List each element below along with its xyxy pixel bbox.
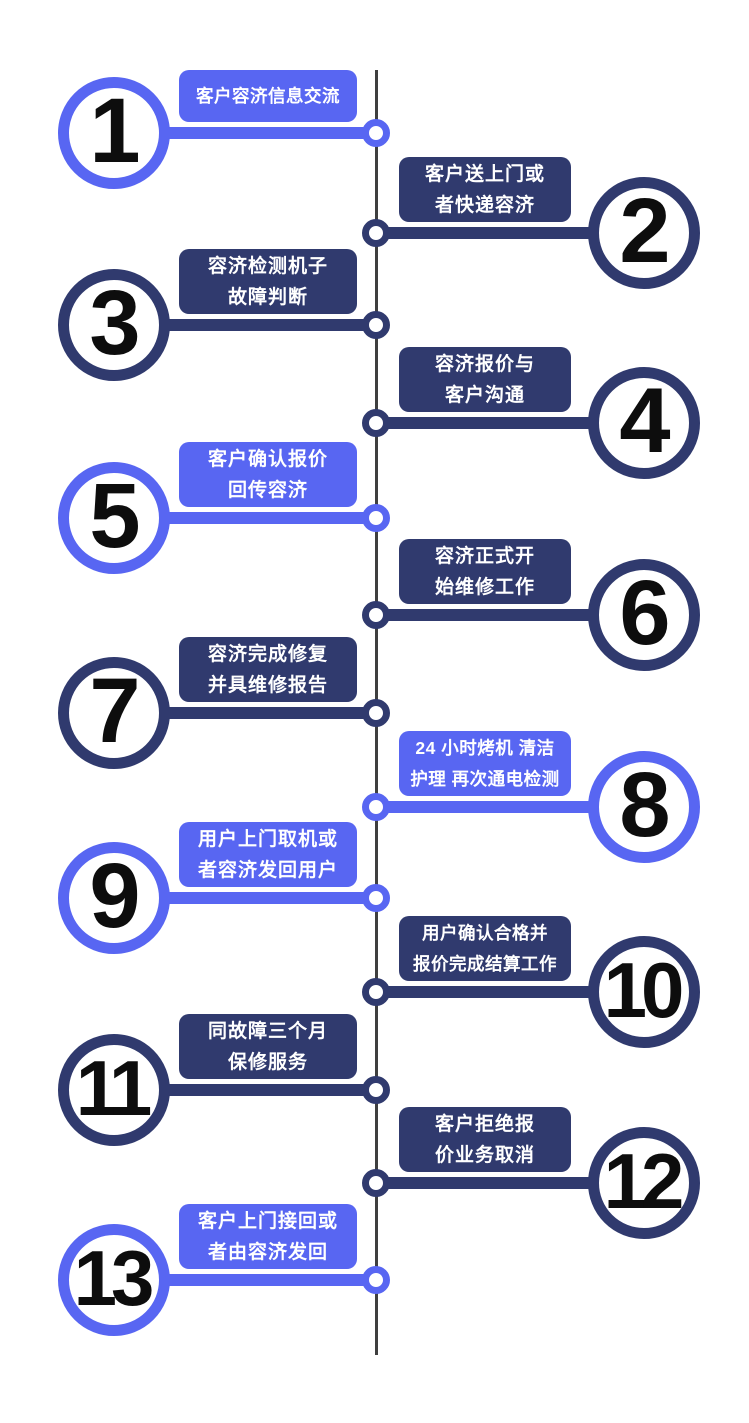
step-number-circle: 12 <box>588 1127 700 1239</box>
step-label-box: 容济报价与客户沟通 <box>399 347 571 412</box>
timeline-node-circle <box>362 219 390 247</box>
step-number-circle: 7 <box>58 657 170 769</box>
timeline-node-circle <box>362 119 390 147</box>
step-label-box: 客户容济信息交流 <box>179 70 357 122</box>
step-label-text: 客户上门接回或 <box>197 1210 338 1232</box>
connector-line <box>376 417 644 429</box>
step-label-text: 者容济发回用户 <box>197 859 338 881</box>
step-label-box: 24 小时烤机 清洁护理 再次通电检测 <box>399 731 571 796</box>
step-label-box: 同故障三个月保修服务 <box>179 1014 357 1079</box>
connector-line <box>114 1274 376 1286</box>
step-label-text: 用户确认合格并 <box>422 922 548 943</box>
step-number: 2 <box>619 180 670 282</box>
timeline-node-circle <box>362 699 390 727</box>
step-number: 1 <box>89 80 140 182</box>
timeline-node-circle <box>362 793 390 821</box>
step-label-text: 容济正式开 <box>434 545 535 567</box>
step-label-box: 用户上门取机或者容济发回用户 <box>179 822 357 887</box>
connector-line <box>114 1084 376 1096</box>
step-number-circle: 9 <box>58 842 170 954</box>
step-number-circle: 5 <box>58 462 170 574</box>
step-label-box: 容济完成修复并具维修报告 <box>179 637 357 702</box>
step-label-text: 客户沟通 <box>444 384 525 406</box>
connector-line <box>114 319 376 331</box>
step-number-circle: 11 <box>58 1034 170 1146</box>
step-number: 10 <box>603 946 685 1034</box>
connector-line <box>114 127 376 139</box>
step-label-text: 容济报价与 <box>434 353 535 375</box>
step-number-circle: 8 <box>588 751 700 863</box>
step-label-box: 容济正式开始维修工作 <box>399 539 571 604</box>
connector-line <box>376 609 644 621</box>
step-label-text: 客户容济信息交流 <box>196 85 340 106</box>
step-number: 8 <box>619 754 670 856</box>
timeline-node-circle <box>362 1169 390 1197</box>
step-label-text: 者快递容济 <box>434 194 535 216</box>
connector-line <box>376 801 644 813</box>
step-label-text: 容济检测机子 <box>207 255 328 277</box>
step-label-text: 同故障三个月 <box>207 1020 328 1042</box>
step-label-text: 故障判断 <box>227 286 308 308</box>
step-label-text: 始维修工作 <box>434 576 535 598</box>
step-label-text: 保修服务 <box>227 1051 308 1073</box>
step-label-text: 报价完成结算工作 <box>413 953 557 974</box>
step-label-box: 客户上门接回或者由容济发回 <box>179 1204 357 1269</box>
step-number-circle: 10 <box>588 936 700 1048</box>
step-label-box: 客户送上门或者快递容济 <box>399 157 571 222</box>
timeline-node-circle <box>362 978 390 1006</box>
step-number: 9 <box>89 845 140 947</box>
step-label-text: 用户上门取机或 <box>197 828 338 850</box>
step-label-text: 护理 再次通电检测 <box>410 768 560 789</box>
step-number: 4 <box>619 370 670 472</box>
timeline-node-circle <box>362 1076 390 1104</box>
step-number: 5 <box>89 465 140 567</box>
step-number: 12 <box>603 1137 685 1225</box>
step-number-circle: 6 <box>588 559 700 671</box>
connector-line <box>114 707 376 719</box>
step-label-text: 回传容济 <box>227 479 308 501</box>
step-label-box: 客户确认报价回传容济 <box>179 442 357 507</box>
step-label-text: 并具维修报告 <box>207 674 328 696</box>
step-label-text: 价业务取消 <box>434 1144 535 1166</box>
step-number: 3 <box>89 272 140 374</box>
step-label-box: 用户确认合格并报价完成结算工作 <box>399 916 571 981</box>
step-number: 6 <box>619 562 670 664</box>
timeline-node-circle <box>362 409 390 437</box>
step-number-circle: 13 <box>58 1224 170 1336</box>
step-label-text: 者由容济发回 <box>207 1241 328 1263</box>
step-label-text: 客户送上门或 <box>424 163 545 185</box>
step-label-text: 24 小时烤机 清洁 <box>415 737 555 758</box>
timeline-node-circle <box>362 601 390 629</box>
step-number-circle: 3 <box>58 269 170 381</box>
step-label-text: 容济完成修复 <box>207 643 328 665</box>
connector-line <box>376 986 644 998</box>
step-number-circle: 4 <box>588 367 700 479</box>
connector-line <box>114 512 376 524</box>
step-number: 11 <box>75 1044 153 1132</box>
timeline-node-circle <box>362 884 390 912</box>
step-number: 7 <box>89 660 140 762</box>
step-label-box: 客户拒绝报价业务取消 <box>399 1107 571 1172</box>
step-number-circle: 2 <box>588 177 700 289</box>
step-number: 13 <box>73 1234 155 1322</box>
timeline-node-circle <box>362 311 390 339</box>
connector-line <box>376 1177 644 1189</box>
step-number-circle: 1 <box>58 77 170 189</box>
timeline-node-circle <box>362 504 390 532</box>
step-label-text: 客户确认报价 <box>207 448 328 470</box>
timeline-node-circle <box>362 1266 390 1294</box>
step-label-text: 客户拒绝报 <box>434 1113 535 1135</box>
step-label-box: 容济检测机子故障判断 <box>179 249 357 314</box>
connector-line <box>376 227 644 239</box>
connector-line <box>114 892 376 904</box>
